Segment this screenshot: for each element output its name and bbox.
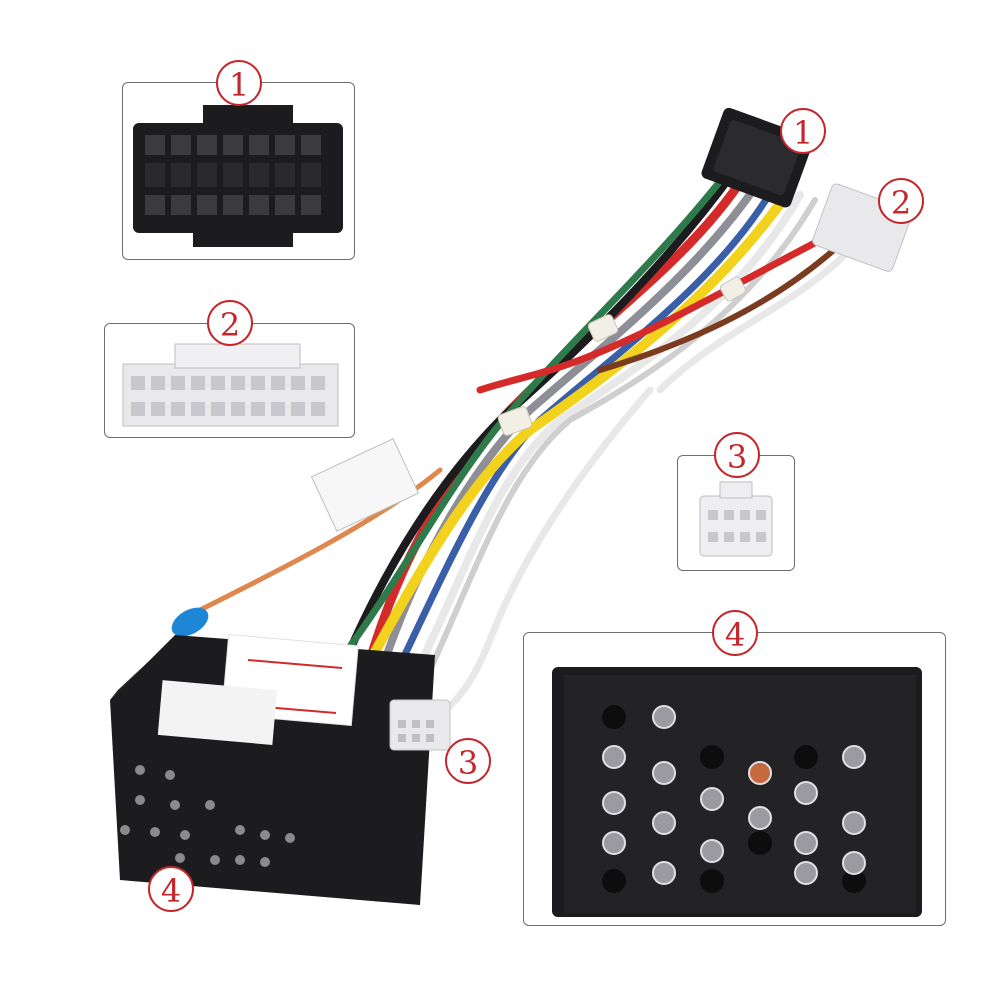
label-1-photo: 1 xyxy=(780,108,826,154)
black-16-pin-connector-icon xyxy=(133,105,343,247)
label-4-photo: 4 xyxy=(148,866,194,912)
connector-3-photo xyxy=(389,699,451,751)
label-1-inset: 1 xyxy=(216,60,262,106)
blue-fuse xyxy=(171,607,209,637)
inset-connector-4 xyxy=(523,632,946,926)
label-3-inset: 3 xyxy=(714,432,760,478)
white-20-pin-connector-icon xyxy=(122,343,339,427)
label-2-photo: 2 xyxy=(878,178,924,224)
connector-4-photo xyxy=(110,633,435,905)
cable-ties xyxy=(497,276,747,436)
black-round-pin-connector-icon xyxy=(552,667,922,917)
inset-connector-1 xyxy=(122,82,355,260)
white-8-pin-connector-icon xyxy=(699,481,773,557)
inset-connector-2 xyxy=(104,323,355,438)
label-3-photo: 3 xyxy=(445,738,491,784)
label-4-inset: 4 xyxy=(712,610,758,656)
harness-tag xyxy=(310,438,420,532)
label-2-inset: 2 xyxy=(207,300,253,346)
